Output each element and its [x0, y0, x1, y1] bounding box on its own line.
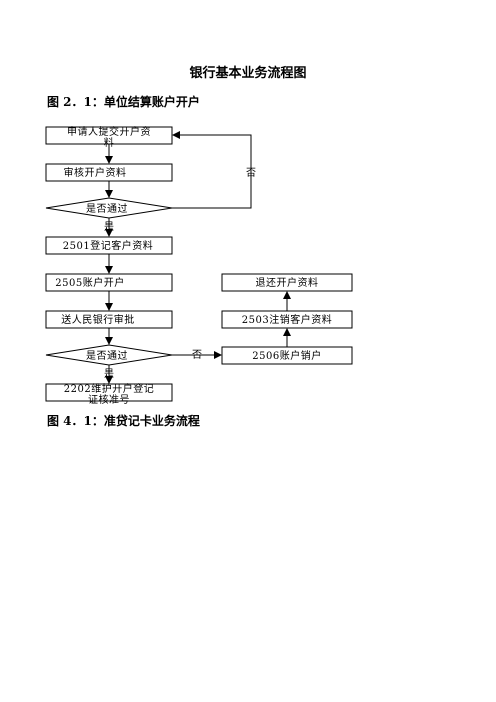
svg-text:2202维护开户登记: 2202维护开户登记	[64, 382, 154, 395]
node-return-materials: 退还开户资料	[221, 273, 353, 292]
label-yes-1: 是	[104, 221, 115, 233]
svg-text:2506账户销户: 2506账户销户	[252, 349, 321, 362]
svg-text:是否通过: 是否通过	[86, 202, 128, 215]
decision-approved-2: 是否通过	[45, 344, 173, 366]
decision-approved-1: 是否通过	[45, 197, 173, 219]
figure-caption-quasi-credit-card: 图 4．1：准贷记卡业务流程	[47, 414, 200, 428]
svg-text:2505账户开户: 2505账户开户	[55, 276, 124, 289]
connector-arrows	[105, 131, 291, 384]
svg-text:是否通过: 是否通过	[86, 349, 128, 362]
node-maintain-approval-number: 2202维护开户登记 证核准号	[45, 382, 173, 406]
label-yes-2: 是	[104, 368, 115, 380]
node-send-pbc-approval: 送人民银行审批	[45, 310, 173, 329]
svg-text:申请人提交开户资: 申请人提交开户资	[67, 125, 151, 138]
node-register-customer: 2501登记客户资料	[45, 236, 173, 255]
node-close-account: 2506账户销户	[221, 346, 353, 365]
node-review-materials: 审核开户资料	[45, 163, 173, 182]
label-no-2: 否	[192, 349, 203, 361]
figure-caption-account-opening: 图 2．1：单位结算账户开户	[47, 95, 200, 109]
svg-text:退还开户资料: 退还开户资料	[256, 276, 319, 289]
node-cancel-customer: 2503注销客户资料	[221, 310, 353, 329]
svg-text:证核准号: 证核准号	[88, 393, 130, 406]
svg-text:2503注销客户资料: 2503注销客户资料	[242, 313, 332, 326]
svg-text:料: 料	[104, 136, 115, 149]
svg-text:送人民银行审批: 送人民银行审批	[61, 313, 135, 326]
svg-text:2501登记客户资料: 2501登记客户资料	[63, 239, 153, 252]
document-title: 银行基本业务流程图	[189, 66, 307, 81]
node-open-account: 2505账户开户	[45, 273, 173, 292]
label-no-1: 否	[246, 167, 257, 179]
svg-text:审核开户资料: 审核开户资料	[64, 166, 127, 179]
